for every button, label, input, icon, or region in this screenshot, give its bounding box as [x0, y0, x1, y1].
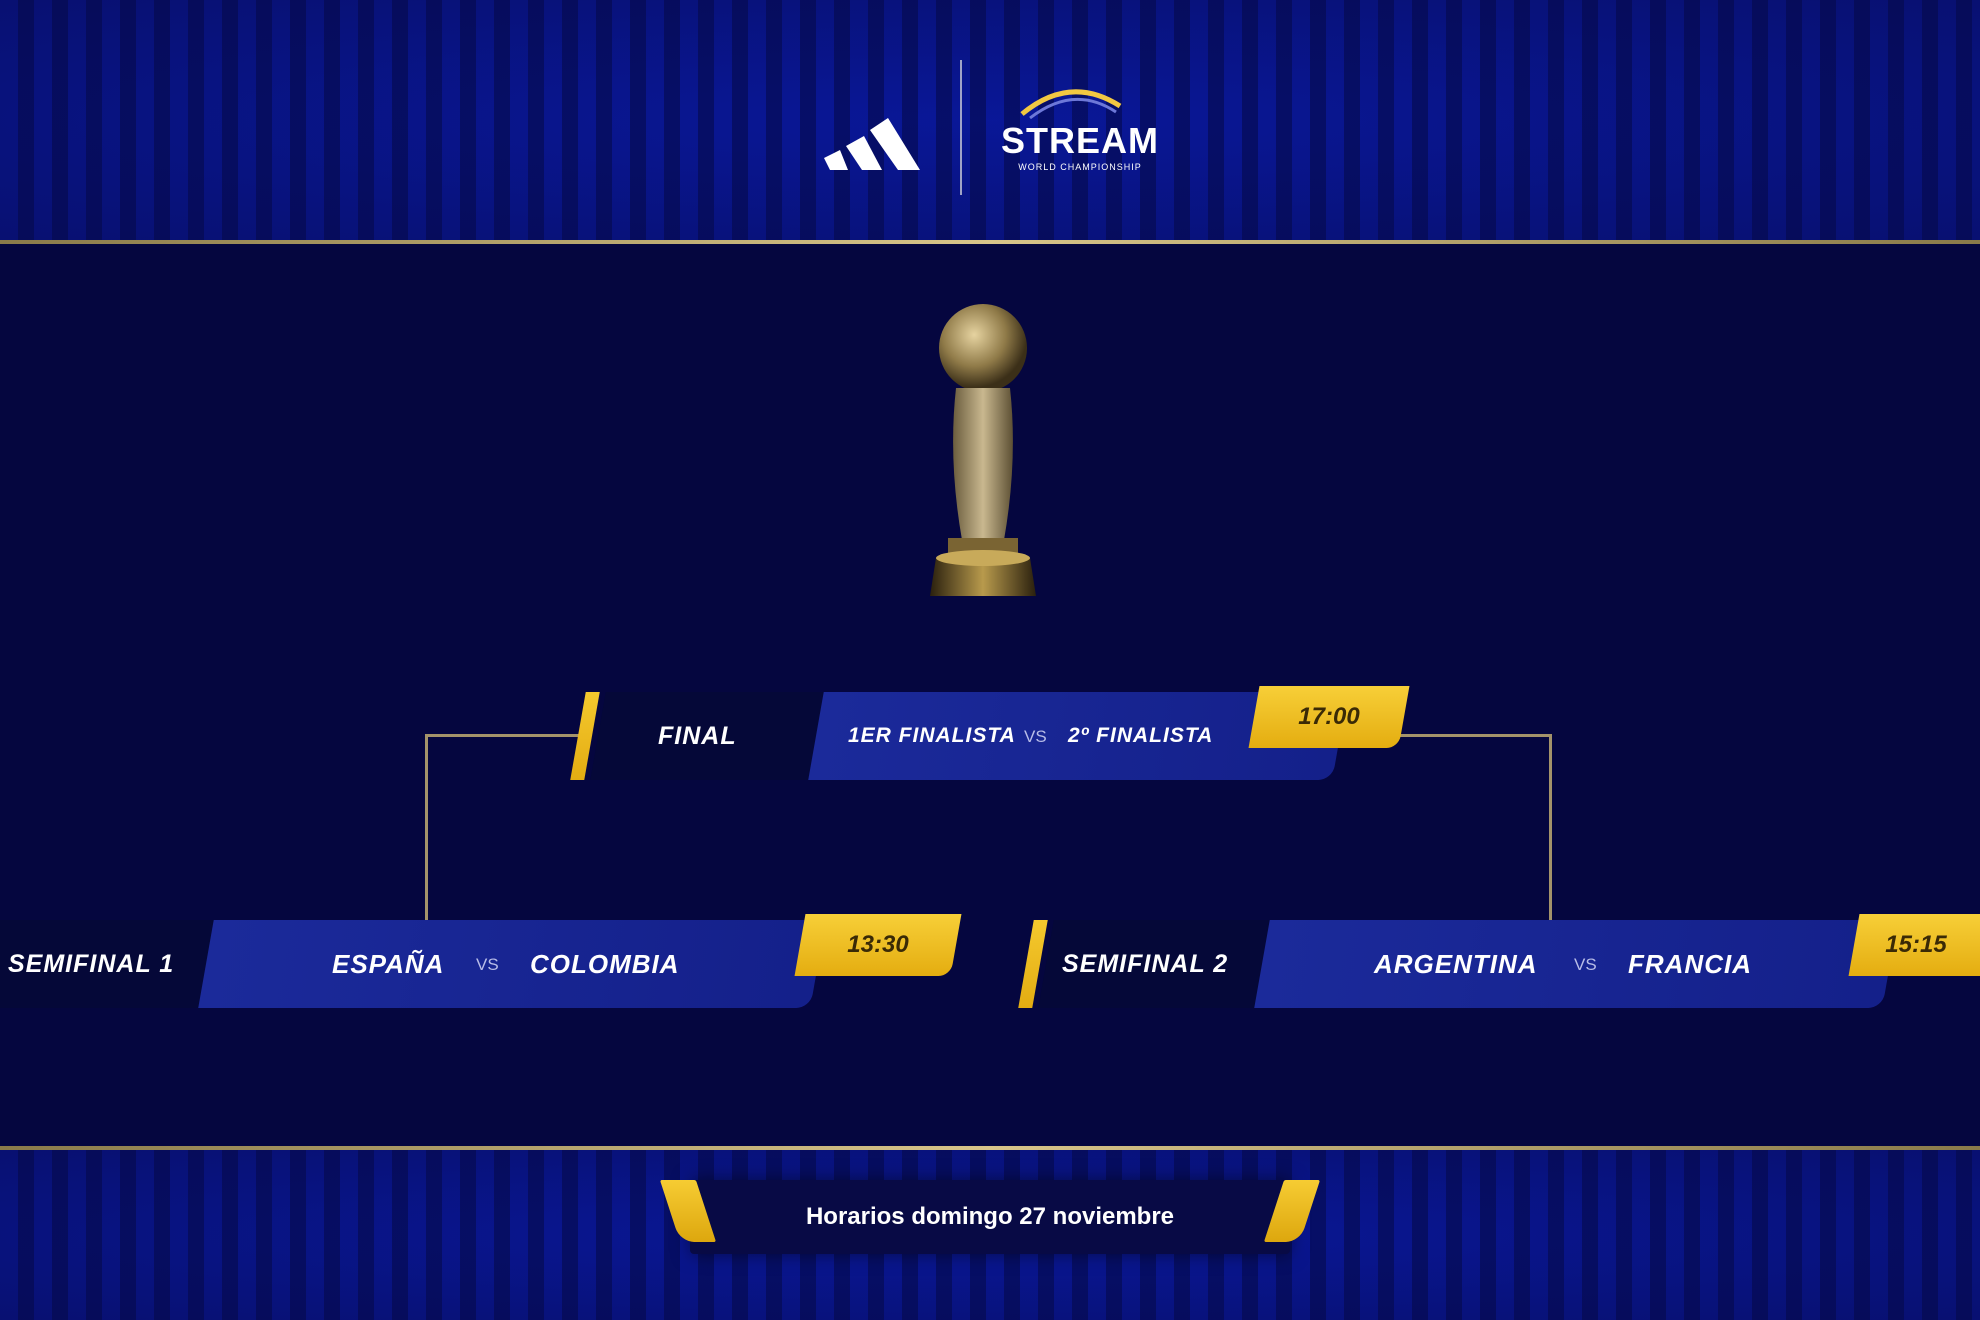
trophy-icon [930, 304, 1036, 596]
final-team-1: 1ER FINALISTA [848, 724, 1016, 747]
bracket-line-right-horizontal [1400, 734, 1552, 737]
semifinal-2-team-1: ARGENTINA [1374, 949, 1538, 979]
bracket-line-left-horizontal [425, 734, 580, 737]
final-team-2: 2º FINALISTA [1068, 724, 1214, 747]
semifinal-2-label: SEMIFINAL 2 [1062, 950, 1229, 978]
semifinal-1-time: 13:30 [847, 931, 909, 958]
top-divider [0, 240, 1980, 244]
final-match: FINAL 1ER FINALISTA VS 2º FINALISTA 17:0… [568, 686, 1418, 784]
stream-logo: STREAM WORLD CHAMPIONSHIP [990, 78, 1170, 178]
bracket-line-right-vertical [1549, 734, 1552, 920]
footer-background [0, 1150, 1980, 1320]
semifinal-1-team-1: ESPAÑA [332, 949, 445, 979]
stream-subtitle: WORLD CHAMPIONSHIP [1018, 162, 1142, 172]
schedule-banner: Horarios domingo 27 noviembre [659, 1180, 1321, 1254]
semifinal-1-teams-bar [198, 920, 826, 1008]
semifinal-1-vs: VS [476, 955, 499, 974]
adidas-logo-icon [824, 118, 920, 170]
semifinal-2-match: SEMIFINAL 2 ARGENTINA VS FRANCIA 15:15 [1018, 914, 1980, 1012]
semifinal-2-time: 15:15 [1885, 931, 1947, 958]
semifinal-1-label: SEMIFINAL 1 [8, 950, 175, 978]
stream-title: STREAM [1001, 120, 1159, 161]
logo-divider [960, 60, 962, 195]
final-label: FINAL [658, 722, 737, 750]
schedule-banner-body [690, 1180, 1290, 1254]
final-vs: VS [1024, 727, 1047, 746]
header-background [0, 0, 1980, 240]
semifinal-2-team-2: FRANCIA [1628, 949, 1752, 979]
semifinal-1-team-2: COLOMBIA [530, 949, 680, 979]
bracket-line-left-vertical [425, 734, 428, 920]
schedule-text: Horarios domingo 27 noviembre [805, 1203, 1175, 1230]
semifinal-1-match: SEMIFINAL 1 ESPAÑA VS COLOMBIA 13:30 [0, 914, 970, 1012]
bottom-divider [0, 1146, 1980, 1150]
stream-arc-icon [1020, 89, 1122, 120]
final-time: 17:00 [1298, 703, 1360, 730]
semifinal-2-vs: VS [1574, 955, 1597, 974]
